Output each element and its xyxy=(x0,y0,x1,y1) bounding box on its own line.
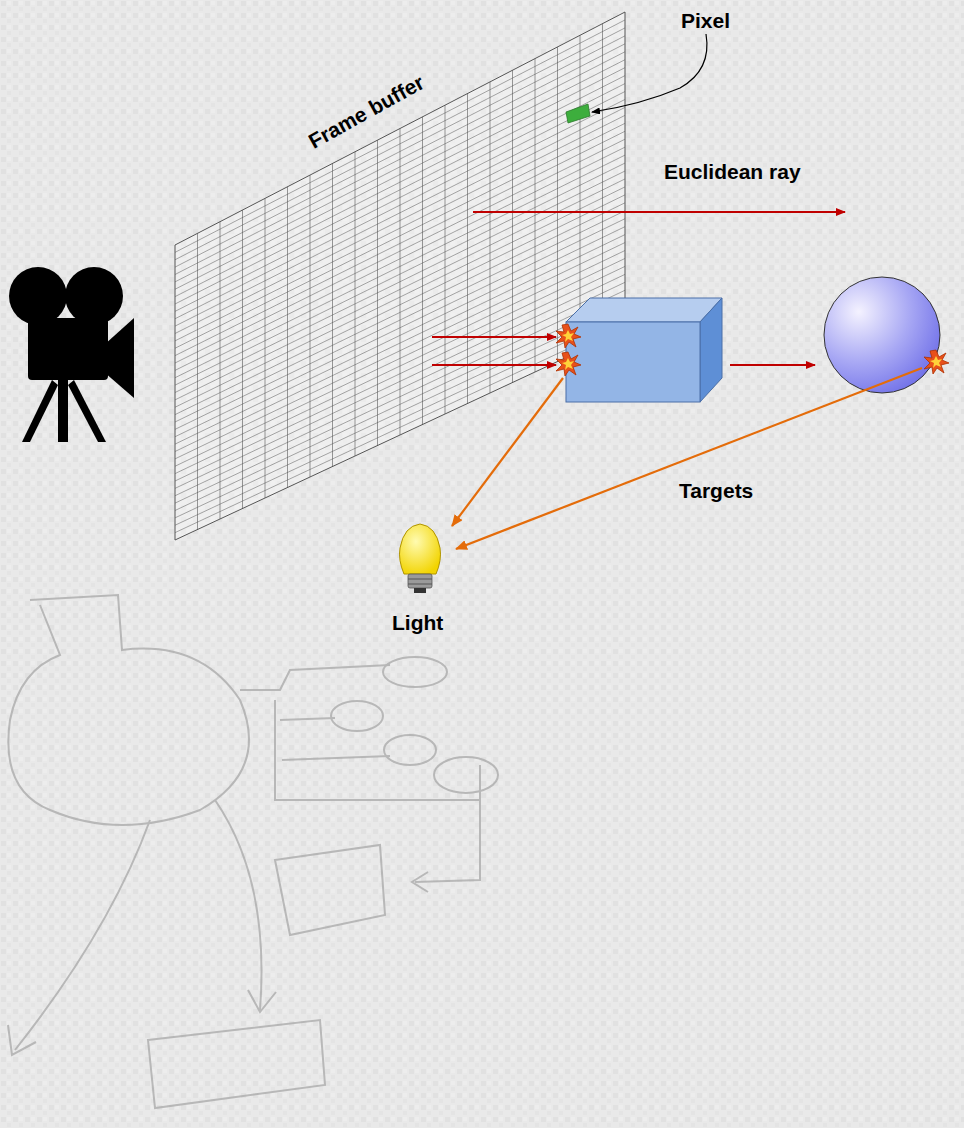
light-label: Light xyxy=(392,611,443,634)
euclidean-ray xyxy=(473,211,845,213)
shadow-ray xyxy=(452,378,563,526)
hit-mark xyxy=(556,352,581,376)
grid-line xyxy=(175,155,625,378)
grid-line xyxy=(175,251,625,467)
reflected-ray xyxy=(730,364,815,366)
primary-ray xyxy=(432,364,556,366)
shadow-ray xyxy=(456,368,922,549)
background-sketch xyxy=(8,595,498,1108)
grid-line xyxy=(175,44,625,275)
grid-line xyxy=(175,258,625,473)
grid-line xyxy=(175,84,625,312)
grid-line xyxy=(175,60,625,290)
grid-line xyxy=(175,163,625,385)
primary-ray xyxy=(432,336,556,338)
hit-mark xyxy=(556,324,581,348)
grid-line xyxy=(175,76,625,304)
grid-line xyxy=(175,195,625,415)
grid-line xyxy=(175,306,625,518)
grid-line xyxy=(175,235,625,452)
grid-line xyxy=(175,107,625,333)
grid-line xyxy=(175,68,625,297)
grid-line xyxy=(175,219,625,437)
grid-line xyxy=(175,314,625,525)
grid-line xyxy=(175,171,625,393)
grid-line xyxy=(175,147,625,370)
hit-mark xyxy=(924,350,949,374)
grid-line xyxy=(175,28,625,260)
grid-line xyxy=(175,36,625,267)
grid-line xyxy=(175,139,625,363)
grid-line xyxy=(175,282,625,495)
grid-line xyxy=(175,52,625,282)
grid-line xyxy=(175,243,625,459)
grid-line xyxy=(175,274,625,488)
pixel-label: Pixel xyxy=(681,9,730,32)
grid-line xyxy=(175,187,625,407)
grid-line xyxy=(175,92,625,319)
cube xyxy=(566,298,722,402)
ray-label: Euclidean ray xyxy=(664,160,801,183)
light-bulb xyxy=(400,524,441,593)
camera-icon xyxy=(9,267,134,442)
grid-line xyxy=(175,322,625,533)
sphere xyxy=(824,277,940,393)
grid-line xyxy=(175,20,625,252)
frame-buffer-grid xyxy=(175,12,625,540)
targets-label: Targets xyxy=(679,479,753,502)
grid-line xyxy=(175,12,625,245)
grid-line xyxy=(175,298,625,510)
grid-line xyxy=(175,115,625,341)
grid-line xyxy=(175,266,625,481)
pixel-cell xyxy=(566,104,590,123)
leader-line xyxy=(592,34,707,112)
frame-buffer xyxy=(175,12,625,540)
grid-line xyxy=(175,227,625,444)
grid-line xyxy=(175,290,625,503)
